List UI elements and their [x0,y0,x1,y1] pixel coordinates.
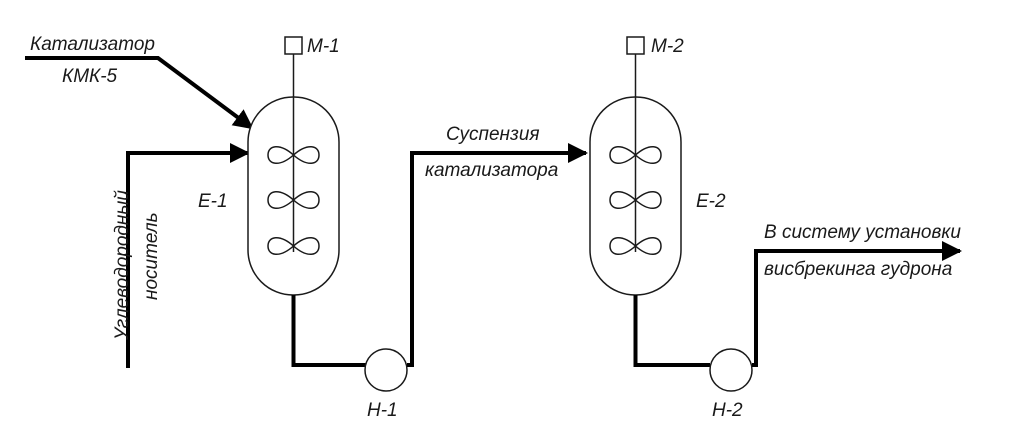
motor-m1-icon [284,36,303,55]
pump-h1-icon [364,348,408,392]
output-label-1: В систему установки [764,222,961,243]
agitator-e2-icon [609,146,662,255]
line-e1-to-h1 [291,295,366,367]
vessel-e1-label: Е-1 [198,191,228,212]
pump-h2-label: Н-2 [712,400,743,421]
catalyst-feed-line [25,56,254,130]
motor-m2-icon [626,36,645,55]
carrier-label-1: Углеводородный [112,190,133,341]
pump-h2-icon [709,348,753,392]
suspension-label-2: катализатора [425,160,558,181]
carrier-feed-line [126,143,250,368]
vessel-e2-label: Е-2 [696,191,726,212]
pump-h1-label: Н-1 [367,400,398,421]
motor-m1-label: М-1 [307,36,340,57]
catalyst-label-2: КМК-5 [62,66,118,87]
catalyst-label-1: Катализатор [30,34,155,55]
output-line [752,241,962,367]
output-label-2: висбрекинга гудрона [764,259,952,280]
line-e2-to-h2 [633,295,710,367]
carrier-label-2: носитель [141,212,162,300]
agitator-e1-icon [267,146,320,255]
motor-m2-label: М-2 [651,36,684,57]
suspension-line [407,143,588,367]
suspension-label-1: Суспензия [446,124,540,145]
